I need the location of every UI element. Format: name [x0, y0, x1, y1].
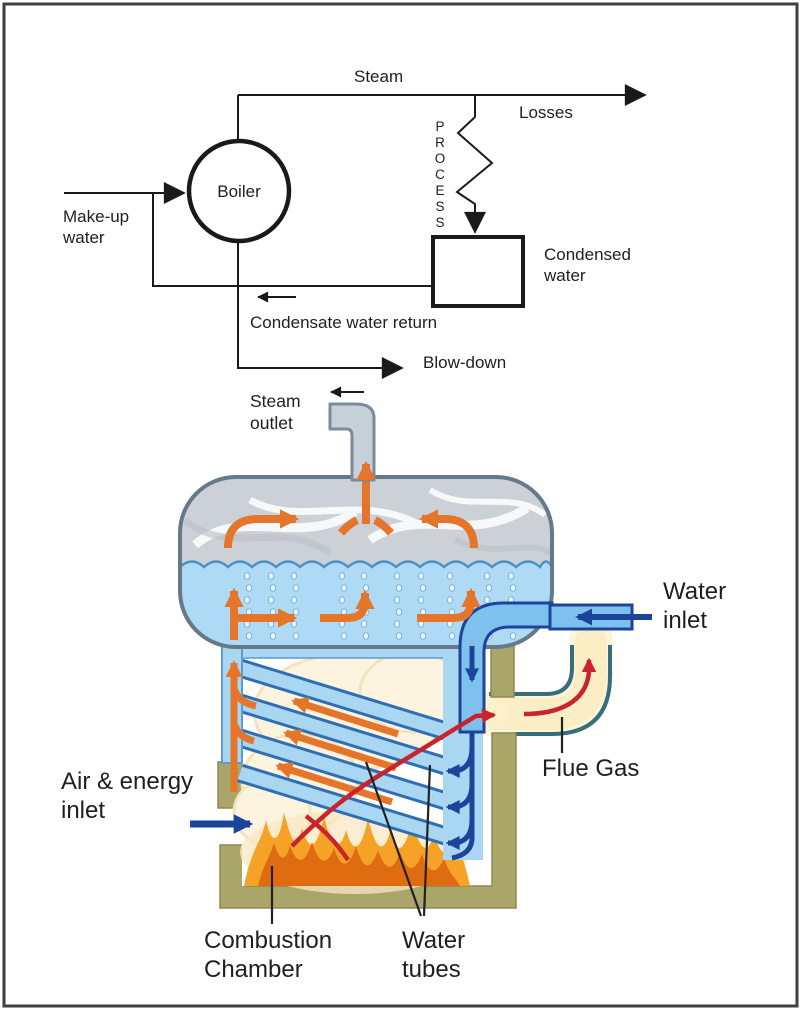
- tube-flow-arrow-1: [291, 697, 400, 738]
- losses-label: Losses: [519, 103, 573, 122]
- steam-arrow-left: [224, 509, 300, 549]
- steam-outlet-pipe: [328, 402, 376, 482]
- flow-schematic: [64, 84, 647, 398]
- downcomer-pipe: [445, 601, 554, 861]
- steam-label: Steam: [354, 67, 404, 86]
- condensed-water-label: Condensed water: [544, 245, 631, 286]
- flue-gas-label: Flue Gas: [542, 755, 640, 782]
- duct-inner-wall: [489, 645, 574, 696]
- boiler-illustration: [178, 402, 652, 924]
- condensed-water-box: [431, 235, 525, 308]
- flue-gas-strand: [304, 814, 350, 862]
- tube-flow-arrow-3: [275, 762, 394, 806]
- blowdown-label: Blow-down: [423, 353, 507, 372]
- process-label: PROCESS: [432, 119, 448, 231]
- circulation-arrows: [224, 460, 481, 806]
- water-tubes-pointer-2: [422, 764, 432, 917]
- page-border: [2, 2, 799, 1008]
- water-inlet-label: Water inlet: [663, 578, 727, 635]
- tube-flow-arrow-2: [283, 729, 398, 772]
- tube-feed-arrows: [445, 747, 475, 850]
- flue-gas-flow: [290, 657, 597, 862]
- water-tubes-label: Water tubes: [402, 927, 466, 984]
- condensate-return-line: [152, 193, 433, 287]
- blowdown-arrow: [237, 241, 404, 379]
- condensate-return-label: Condensate water return: [250, 313, 438, 332]
- duct-outer-wall: [515, 645, 612, 736]
- flue-gas-arrow-duct: [523, 657, 597, 717]
- water-tubes-pointer-1: [364, 761, 423, 917]
- boiler-label: Boiler: [217, 182, 261, 201]
- steam-arrow-right: [418, 509, 478, 549]
- water-tube-bank: [237, 658, 465, 851]
- annotation-lines: [270, 717, 564, 924]
- air-energy-inlet-label: Air & energy inlet: [61, 768, 194, 825]
- water-inlet-pipe: [548, 603, 652, 631]
- water-arrow-mid-up: [320, 589, 375, 622]
- steam-outlet-label: Steam outlet: [250, 391, 301, 433]
- combustion-chamber-label: Combustion Chamber: [204, 927, 333, 984]
- water-surface-wave: [180, 560, 552, 569]
- makeup-water-label: Make-up water: [63, 207, 130, 248]
- flue-gas-arrow-main: [290, 708, 497, 848]
- water-arrow-right-up: [417, 587, 481, 622]
- flame-dark-layer: [258, 842, 460, 886]
- process-zigzag-arrow: [455, 116, 494, 234]
- shell-right-upper: [490, 644, 515, 698]
